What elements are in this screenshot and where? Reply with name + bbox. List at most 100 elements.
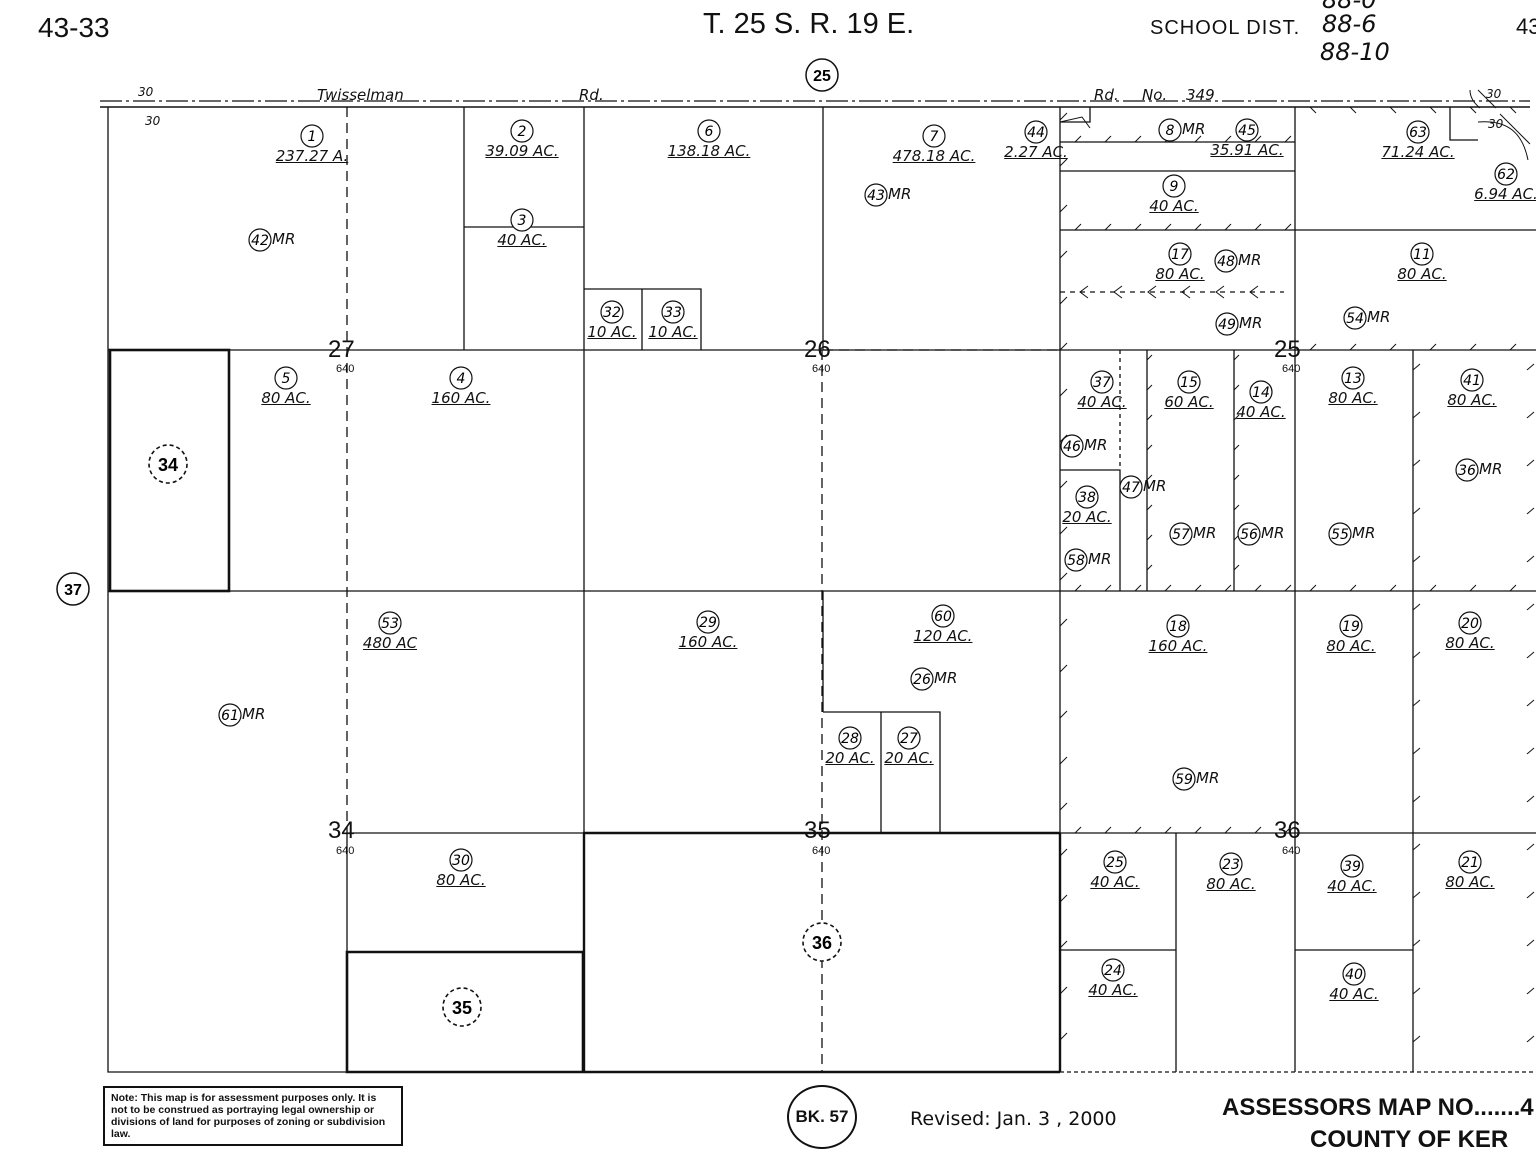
hatch-tick bbox=[1134, 826, 1142, 834]
dashed-parcel-circle bbox=[802, 922, 842, 962]
hatch-tick bbox=[1224, 826, 1232, 834]
hatch-tick bbox=[1224, 223, 1232, 231]
hatch-tick bbox=[1254, 826, 1262, 834]
mineral-rights-label: MR bbox=[1084, 436, 1108, 454]
parcel-number: 60 bbox=[934, 609, 952, 625]
mineral-rights-label: MR bbox=[1239, 314, 1263, 332]
hatch-tick bbox=[1309, 343, 1317, 351]
hatch-tick bbox=[1059, 526, 1068, 535]
hatch-tick bbox=[1526, 891, 1535, 899]
parcel-number-circle bbox=[1169, 522, 1193, 546]
parcel-number: 2 bbox=[518, 124, 527, 140]
hatch-tick bbox=[1224, 135, 1232, 143]
parcel-acreage: 237.27 A. bbox=[275, 147, 349, 165]
hatch-tick bbox=[1254, 135, 1262, 143]
parcel-line bbox=[1060, 469, 1121, 591]
hatch-tick bbox=[1526, 747, 1535, 755]
section-ref-circle bbox=[56, 572, 90, 606]
parcel-number: 62 bbox=[1497, 167, 1515, 183]
mineral-rights-label: MR bbox=[934, 669, 958, 687]
parcel-acreage: 80 AC. bbox=[1206, 875, 1256, 893]
parcel-line bbox=[823, 711, 941, 833]
hatch-tick bbox=[1349, 584, 1357, 592]
hatch-tick bbox=[1164, 223, 1172, 231]
parcel-number-circle bbox=[1219, 852, 1243, 876]
hatch-tick bbox=[1254, 584, 1262, 592]
hatch-tick bbox=[1059, 802, 1068, 811]
hatch-tick bbox=[1469, 343, 1477, 351]
hatch-tick bbox=[1429, 106, 1437, 114]
road-width-label: 30 bbox=[1486, 87, 1502, 101]
hatch-tick bbox=[1059, 940, 1068, 949]
hatch-tick bbox=[1059, 986, 1068, 995]
hatch-tick bbox=[1389, 584, 1397, 592]
parcel-number-circle bbox=[1343, 306, 1367, 330]
section-number: 26 bbox=[804, 336, 831, 363]
hatch-tick bbox=[1233, 384, 1240, 391]
parcel-acreage: 80 AC. bbox=[1447, 391, 1497, 409]
road-label-rd: Rd. bbox=[1094, 86, 1119, 104]
hatch-tick bbox=[1412, 747, 1421, 755]
hatch-tick bbox=[1224, 584, 1232, 592]
map-title-dots: ...... bbox=[1480, 1094, 1521, 1121]
bold-parcel bbox=[582, 833, 1062, 1074]
parcel-number-circle bbox=[1237, 522, 1261, 546]
hatch-tick bbox=[1059, 480, 1068, 489]
parcel-acreage: 39.09 AC. bbox=[485, 142, 559, 160]
parcel-number-circle bbox=[1458, 850, 1482, 874]
section-number: 34 bbox=[328, 817, 355, 844]
parcel-number: 25 bbox=[1106, 855, 1124, 871]
section-number: 36 bbox=[1274, 817, 1301, 844]
hatch-tick bbox=[1412, 699, 1421, 707]
parcel-acreage: 160 AC. bbox=[431, 389, 491, 407]
hatch-tick bbox=[1509, 343, 1517, 351]
parcel-number-circle bbox=[897, 726, 921, 750]
hatch-tick bbox=[1059, 848, 1068, 857]
parcel-number-circle bbox=[1494, 162, 1518, 186]
parcel-number-circle bbox=[931, 604, 955, 628]
map-title-number: 4 bbox=[1520, 1094, 1534, 1121]
section-acres: 640 bbox=[1282, 363, 1301, 375]
parcel-acreage: MR bbox=[1182, 120, 1206, 138]
hatch-tick bbox=[1526, 507, 1535, 515]
hatch-tick bbox=[1429, 343, 1437, 351]
hatch-tick bbox=[1146, 534, 1153, 541]
hatch-tick bbox=[1233, 414, 1240, 421]
revised-date: Revised: Jan. 3 , 2000 bbox=[910, 1108, 1117, 1130]
parcel-number-circle bbox=[1060, 434, 1084, 458]
hatch-tick bbox=[1059, 710, 1068, 719]
hatch-tick bbox=[1059, 618, 1068, 627]
parcel-acreage: 2.27 AC. bbox=[1004, 143, 1068, 161]
parcel-number-circle bbox=[1168, 242, 1192, 266]
parcel-number-circle bbox=[1249, 380, 1273, 404]
parcel-number-circle bbox=[838, 726, 862, 750]
hatch-tick bbox=[1074, 223, 1082, 231]
parcel-number-circle bbox=[1342, 962, 1366, 986]
section-ref-circle bbox=[805, 58, 839, 92]
section-acres: 640 bbox=[336, 845, 355, 857]
parcel-acreage: 120 AC. bbox=[913, 627, 973, 645]
parcel-acreage: 10 AC. bbox=[587, 323, 637, 341]
parcel-acreage: 40 AC. bbox=[1329, 985, 1379, 1003]
mineral-rights-label: MR bbox=[1143, 477, 1167, 495]
parcel-number-circle bbox=[1119, 475, 1143, 499]
parcel-number: 38 bbox=[1078, 490, 1096, 506]
parcel-number-circle bbox=[1406, 120, 1430, 144]
parcel-acreage: 160 AC. bbox=[678, 633, 738, 651]
parcel-acreage: 480 AC bbox=[362, 634, 418, 652]
map-ref-right: 43 bbox=[1516, 14, 1536, 39]
hatch-tick bbox=[1349, 343, 1357, 351]
hatch-tick bbox=[1526, 555, 1535, 563]
hatch-tick bbox=[1146, 474, 1153, 481]
hatch-tick bbox=[1194, 223, 1202, 231]
parcel-number: 8 bbox=[1166, 123, 1175, 139]
section-acres: 640 bbox=[812, 363, 831, 375]
easement-arrow bbox=[1147, 285, 1157, 299]
parcel-acreage: 40 AC. bbox=[497, 231, 547, 249]
hatch-tick bbox=[1146, 444, 1153, 451]
parcel-number-circle bbox=[1235, 118, 1259, 142]
hatch-tick bbox=[1526, 459, 1535, 467]
hatch-tick bbox=[1059, 664, 1068, 673]
hatch-tick bbox=[1526, 1035, 1535, 1043]
hatch-tick bbox=[1059, 112, 1068, 121]
